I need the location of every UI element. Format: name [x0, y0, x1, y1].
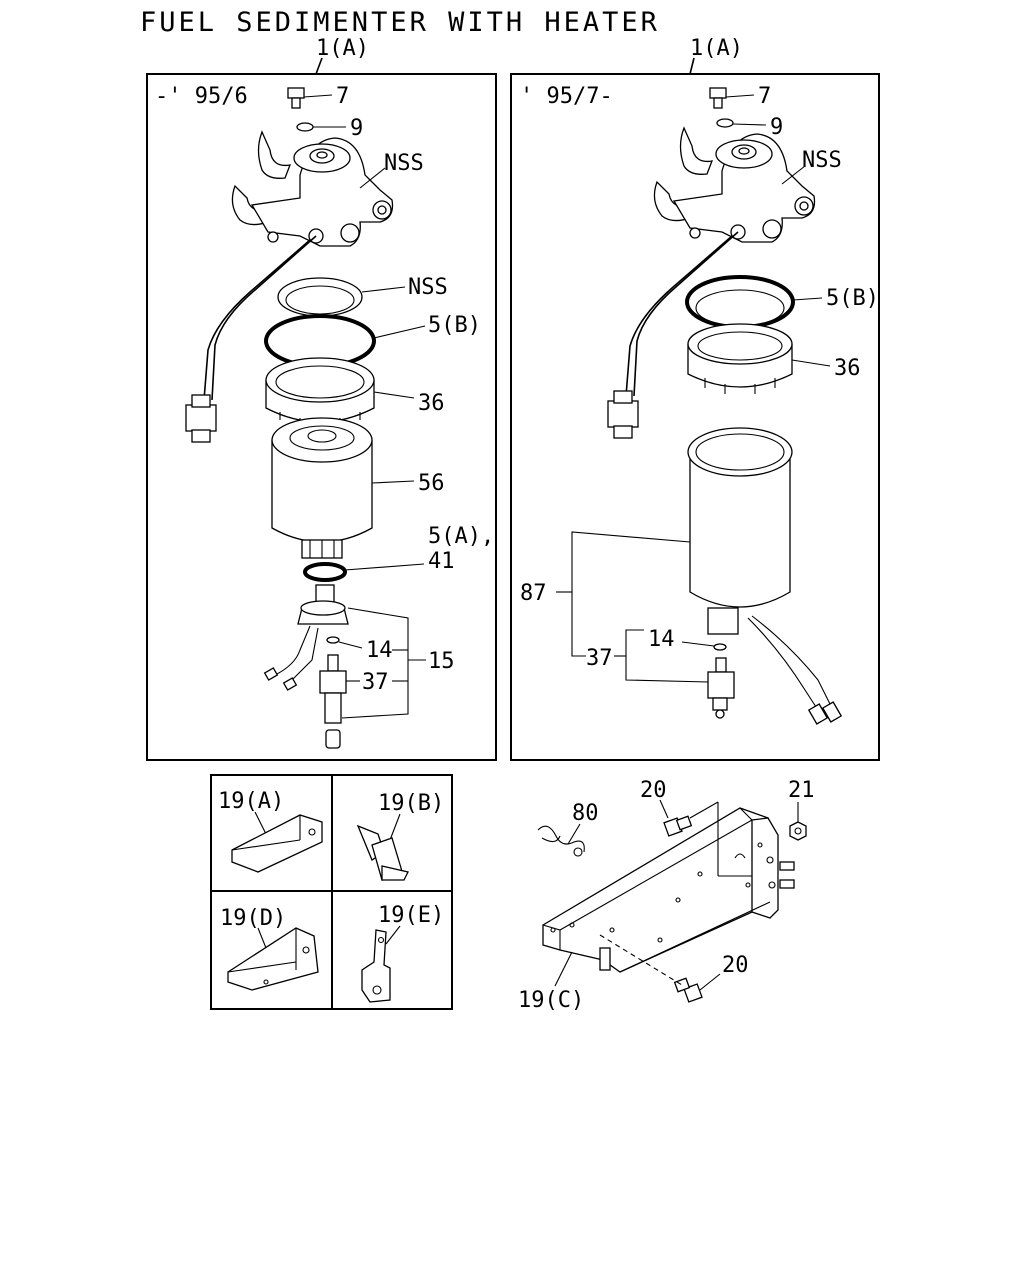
- label-19b: 19(B): [378, 791, 444, 816]
- washer-icon: [713, 643, 727, 651]
- water-sensor-icon: [319, 654, 347, 749]
- label-41: 41: [428, 549, 455, 574]
- label-9: 9: [350, 116, 363, 141]
- bracket-a-icon: [231, 814, 323, 873]
- label-19c: 19(C): [518, 988, 584, 1013]
- nut-icon: [789, 821, 807, 841]
- bolt-icon: [673, 977, 703, 1003]
- label-5b: 5(B): [826, 286, 879, 311]
- label-37: 37: [362, 670, 389, 695]
- label-37: 37: [586, 646, 613, 671]
- bracket-assembly: 20 21 80 20 19(C): [518, 778, 815, 1013]
- heater-connector-icon: [185, 235, 317, 443]
- right-panel-period: ' 95/7-: [520, 84, 613, 109]
- left-panel-period: -' 95/6: [155, 84, 248, 109]
- label-36: 36: [834, 356, 861, 381]
- label-nss-ring: NSS: [408, 275, 448, 300]
- water-sensor-icon: [707, 657, 735, 719]
- label-87: 87: [520, 581, 547, 606]
- label-7: 7: [336, 84, 349, 109]
- washer-icon: [326, 636, 340, 644]
- label-21: 21: [788, 778, 815, 803]
- label-9: 9: [770, 115, 783, 140]
- left-panel: 1(A) -' 95/6 7 9 NSS: [146, 36, 497, 761]
- bracket-options-grid: 19(A) 19(B) 19(D) 19(E): [210, 774, 453, 1010]
- label-5b: 5(B): [428, 313, 481, 338]
- washer-icon: [716, 118, 734, 128]
- label-36: 36: [418, 391, 445, 416]
- filter-head-icon: [653, 126, 816, 243]
- label-56: 56: [418, 471, 445, 496]
- label-80: 80: [572, 801, 599, 826]
- filter-element-icon: [271, 417, 373, 559]
- diagram-title: FUEL SEDIMENTER WITH HEATER: [140, 7, 660, 38]
- bracket-b-icon: [356, 824, 409, 881]
- bracket-e-icon: [361, 929, 391, 1003]
- spring-clip-icon: [537, 825, 585, 857]
- label-7: 7: [758, 84, 771, 109]
- label-5a: 5(A),: [428, 524, 494, 549]
- label-14: 14: [366, 638, 393, 663]
- filter-bowl-icon: [687, 427, 843, 725]
- right-panel-ref: 1(A): [690, 36, 743, 61]
- label-nss: NSS: [802, 148, 842, 173]
- label-20-top: 20: [640, 778, 667, 803]
- label-nss-top: NSS: [384, 151, 424, 176]
- label-19d: 19(D): [220, 906, 286, 931]
- right-panel: 1(A) ' 95/7- 7 9 NSS: [510, 36, 880, 761]
- label-14: 14: [648, 627, 675, 652]
- bolt-icon: [287, 87, 333, 109]
- label-15: 15: [428, 649, 455, 674]
- label-20-bottom: 20: [722, 953, 749, 978]
- label-19a: 19(A): [218, 789, 284, 814]
- washer-icon: [296, 122, 314, 132]
- retaining-nut-icon: [687, 323, 793, 394]
- nss-ring-icon: [277, 277, 363, 317]
- right-panel-frame: [510, 73, 880, 761]
- o-ring-icon: [685, 275, 795, 329]
- small-o-ring-icon: [303, 562, 347, 582]
- drain-fitting-icon: [263, 584, 349, 691]
- bracket-c-icon: [542, 802, 795, 973]
- bolt-icon: [709, 87, 755, 109]
- bracket-d-icon: [227, 927, 319, 991]
- filter-head-icon: [231, 130, 394, 247]
- bolt-icon: [663, 815, 693, 837]
- left-panel-ref: 1(A): [316, 36, 369, 61]
- heater-connector-icon: [607, 231, 739, 439]
- label-19e: 19(E): [378, 903, 444, 928]
- left-panel-frame: [146, 73, 497, 761]
- retaining-nut-icon: [265, 357, 375, 426]
